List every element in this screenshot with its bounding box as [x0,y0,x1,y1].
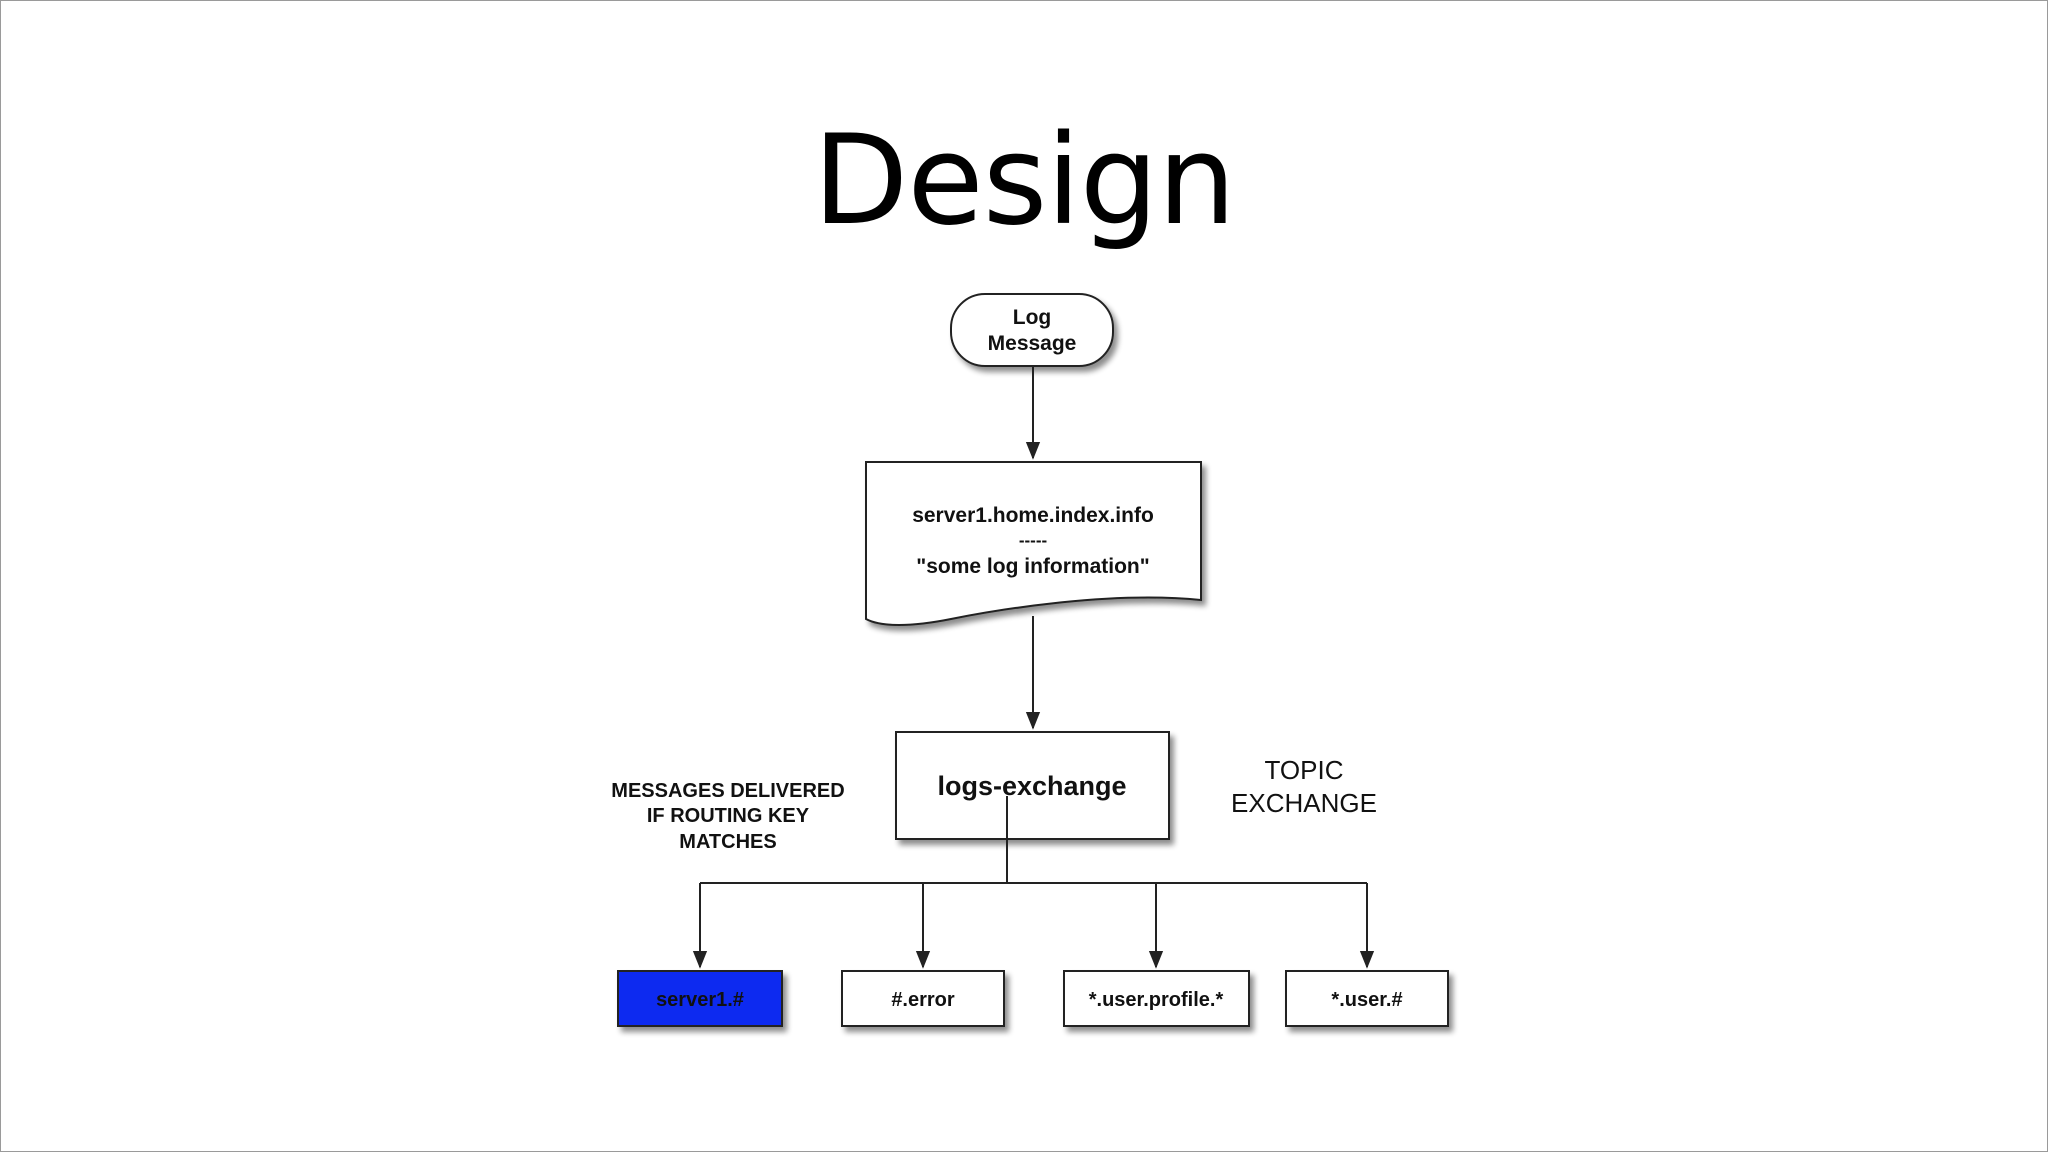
log-message-label-line2: Message [988,332,1077,355]
routing-note-line1: MESSAGES DELIVERED [611,780,844,802]
queue-label: server1.# [656,989,744,1011]
routing-key-text: server1.home.index.info [912,504,1154,527]
slide-title: Design [812,109,1236,253]
queue-node: #.error [841,970,1005,1027]
exchange-node: logs-exchange [895,731,1170,840]
queue-node: *.user.profile.* [1063,970,1250,1027]
queue-label: *.user.# [1331,989,1402,1011]
exchange-label: logs-exchange [937,771,1126,801]
fanout-connectors [692,796,1375,969]
log-message-node: Log Message [950,293,1114,367]
log-message-label-line1: Log [1013,306,1051,329]
queue-node: server1.# [617,970,783,1027]
exchange-type-line1: TOPIC [1265,755,1344,785]
exchange-type-line2: EXCHANGE [1231,788,1377,818]
routing-note-line3: MATCHES [679,831,776,853]
document-separator-text: ----- [1019,531,1047,550]
queue-label: #.error [891,989,955,1011]
routing-note-line2: IF ROUTING KEY [647,805,810,827]
log-payload-text: "some log information" [916,555,1149,578]
document-node: server1.home.index.info ----- "some log … [865,461,1202,626]
queue-node: *.user.# [1285,970,1449,1027]
queue-label: *.user.profile.* [1089,989,1224,1011]
